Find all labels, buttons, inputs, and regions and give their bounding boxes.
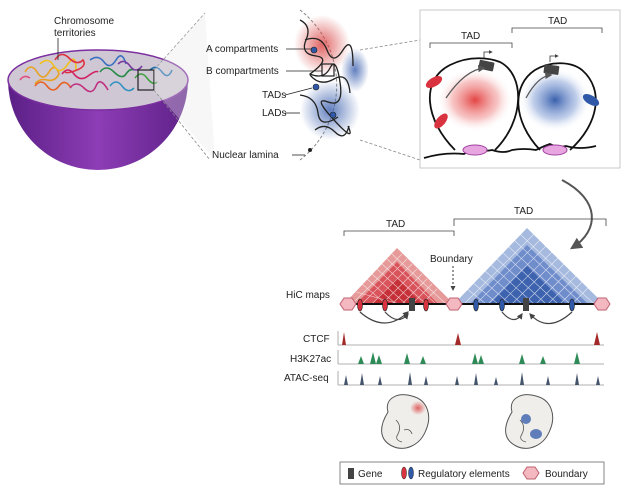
atac-seq-track: ATAC-seq bbox=[284, 371, 604, 386]
ctcf-track: CTCF bbox=[303, 331, 604, 346]
regulatory-elements bbox=[357, 298, 575, 312]
svg-text:A compartments: A compartments bbox=[206, 44, 278, 55]
svg-text:B compartments: B compartments bbox=[206, 66, 279, 77]
svg-text:Chromosome: Chromosome bbox=[54, 16, 114, 27]
legend-regulatory-red-swatch bbox=[401, 466, 407, 480]
embryo-right bbox=[505, 394, 554, 449]
nuclear-section bbox=[294, 9, 369, 161]
gene-block bbox=[409, 298, 415, 311]
hic-grid bbox=[351, 233, 595, 305]
svg-text:HiC maps: HiC maps bbox=[286, 290, 330, 301]
gene-block bbox=[523, 298, 529, 311]
svg-text:TAD: TAD bbox=[386, 219, 405, 230]
legend-gene-label: Gene bbox=[358, 469, 383, 480]
boundary-markers bbox=[339, 297, 611, 311]
embryo-left bbox=[381, 394, 430, 449]
svg-text:Boundary: Boundary bbox=[430, 254, 473, 265]
legend: Gene Regulatory elements Boundary bbox=[339, 461, 605, 485]
svg-text:territories: territories bbox=[54, 28, 96, 39]
section-zoom-box bbox=[321, 63, 335, 77]
zoom-lines bbox=[153, 12, 421, 161]
legend-boundary-label: Boundary bbox=[545, 469, 588, 480]
svg-text:TADs: TADs bbox=[262, 90, 286, 101]
zoom-wedge bbox=[154, 13, 215, 160]
chromosome-territories-label: Chromosome territories bbox=[54, 16, 114, 60]
svg-text:TAD: TAD bbox=[514, 206, 533, 217]
legend-regulatory-blue-swatch bbox=[408, 466, 414, 480]
transition-arrow bbox=[561, 179, 593, 250]
svg-text:CTCF: CTCF bbox=[303, 334, 330, 345]
nuclear-section-labels: A compartments B compartments TADs LADs … bbox=[206, 44, 322, 161]
legend-boundary-swatch bbox=[522, 466, 540, 480]
h3k27ac-track: H3K27ac bbox=[290, 350, 604, 365]
chromosome-territories-art bbox=[19, 53, 173, 93]
legend-regulatory-label: Regulatory elements bbox=[418, 469, 510, 480]
zoom-box bbox=[137, 69, 155, 91]
svg-text:Nuclear lamina: Nuclear lamina bbox=[212, 150, 279, 161]
svg-text:ATAC-seq: ATAC-seq bbox=[284, 373, 329, 384]
svg-text:LADs: LADs bbox=[262, 108, 286, 119]
svg-text:TAD: TAD bbox=[548, 16, 567, 27]
svg-text:TAD: TAD bbox=[461, 31, 480, 42]
nucleus-hemisphere bbox=[7, 49, 189, 170]
legend-gene-swatch bbox=[348, 468, 354, 479]
svg-text:H3K27ac: H3K27ac bbox=[290, 354, 331, 365]
hic-panel: TAD TAD bbox=[286, 206, 611, 325]
tad-loops-panel: TAD TAD bbox=[419, 9, 621, 169]
